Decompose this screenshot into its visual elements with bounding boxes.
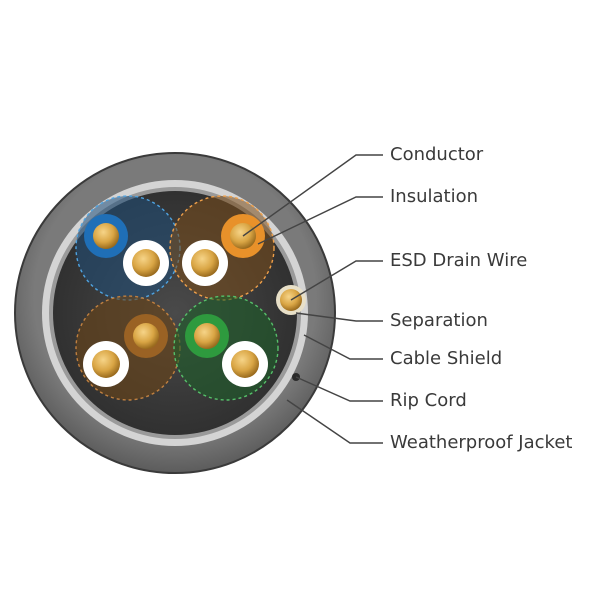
leader-lines xyxy=(242,154,383,444)
leader-line-conductor xyxy=(242,154,383,237)
orange-twisted-pair xyxy=(169,195,275,301)
leader-line-cable-shield xyxy=(303,334,383,360)
leader-line-weatherproof-jacket xyxy=(286,399,383,444)
rip-cord-label: Rip Cord xyxy=(390,390,467,411)
conductor-label: Conductor xyxy=(390,144,484,165)
green-white-wire-conductor xyxy=(231,350,259,378)
orange-white-wire-conductor xyxy=(191,249,219,277)
blue-white-wire-conductor xyxy=(132,249,160,277)
brown-white-wire-conductor xyxy=(92,350,120,378)
leader-line-esd-drain-wire xyxy=(290,260,383,301)
leader-line-insulation xyxy=(257,196,383,245)
esd-drain-wire-label: ESD Drain Wire xyxy=(390,250,528,271)
leader-line-separation xyxy=(295,312,383,322)
cable-shield-label: Cable Shield xyxy=(390,348,503,369)
green-twisted-pair xyxy=(173,295,279,401)
blue-twisted-pair xyxy=(75,195,181,301)
brown-twisted-pair xyxy=(75,295,181,401)
insulation-label: Insulation xyxy=(390,186,479,207)
weatherproof-jacket-label: Weatherproof Jacket xyxy=(390,432,573,453)
leader-line-rip-cord xyxy=(295,376,383,402)
brown-wire-conductor xyxy=(133,323,159,349)
blue-wire-conductor xyxy=(93,223,119,249)
green-wire-conductor xyxy=(194,323,220,349)
separation-label: Separation xyxy=(390,310,488,331)
